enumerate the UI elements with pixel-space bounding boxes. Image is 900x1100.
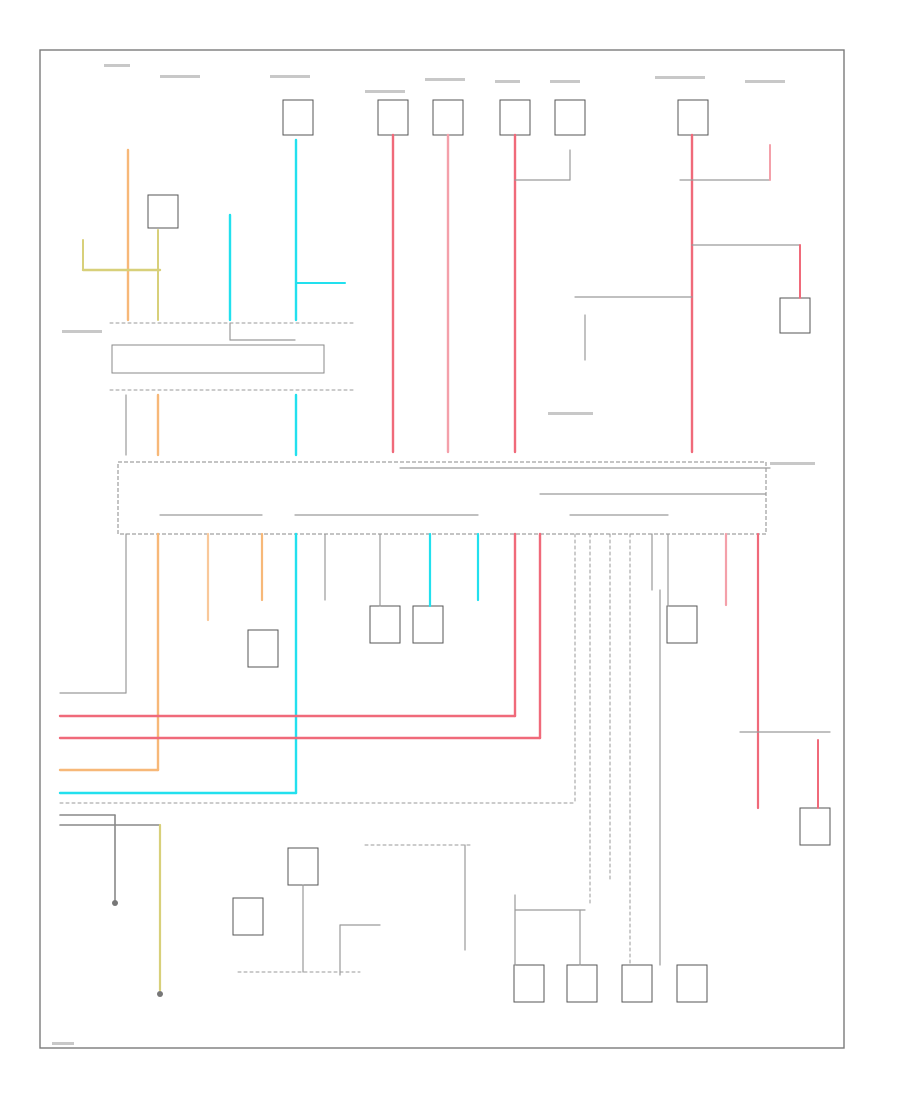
connector-top-left [147, 194, 179, 229]
connector-bottom-4 [566, 964, 598, 1003]
connector-top-4 [432, 99, 464, 136]
ground-point-left [157, 991, 163, 997]
connector-bottom-5 [621, 964, 653, 1003]
diagram-frame [39, 49, 845, 1049]
connector-bottom-2 [232, 897, 264, 936]
connector-right-upper [779, 297, 811, 334]
annotation-marks [52, 64, 815, 1045]
connector-top-2 [282, 99, 314, 136]
connector-lower-right [799, 807, 831, 846]
connector-bottom-1 [287, 847, 319, 886]
lower-wires [58, 532, 831, 997]
top-wires [81, 133, 801, 457]
connector-top-7 [677, 99, 709, 136]
relay-box [111, 344, 325, 374]
connector-bottom-3 [513, 964, 545, 1003]
connector-top-6 [554, 99, 586, 136]
ground-point-mid [112, 900, 118, 906]
connector-lower-2 [369, 605, 401, 644]
junction-box [117, 461, 767, 535]
relay-block [109, 322, 356, 391]
connector-lower-4 [666, 605, 698, 644]
connector-bottom-6 [676, 964, 708, 1003]
junction-block [117, 461, 771, 535]
top-components [147, 99, 811, 334]
connector-lower-3 [412, 605, 444, 644]
connector-lower-1 [247, 629, 279, 668]
lower-components [232, 605, 831, 1003]
connector-top-3 [377, 99, 409, 136]
connector-top-5 [499, 99, 531, 136]
